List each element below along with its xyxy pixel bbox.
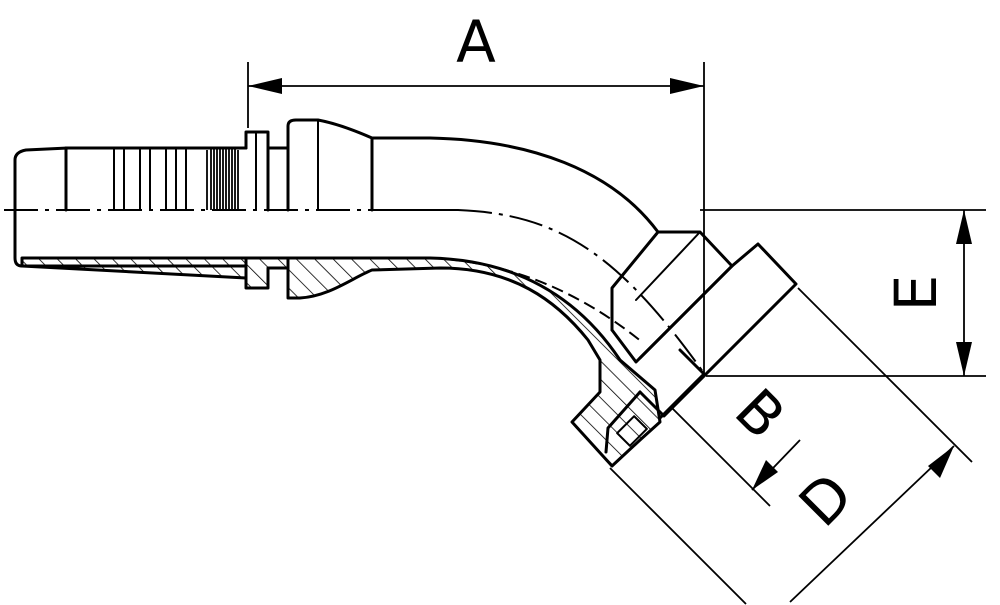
arrowhead-e-top [956,210,972,244]
dimension-label-d: D [786,460,866,540]
o-ring-groove [616,415,648,447]
collar-section-hatch [244,256,290,290]
barb-grooves [113,147,187,211]
arrowhead-a-right [670,78,704,94]
flange-head [604,230,798,454]
knurl-band [206,148,239,210]
dimension-e: E [700,209,986,377]
dimension-label-a: A [456,8,496,76]
dimension-label-e: E [882,275,950,312]
bent-body [370,136,660,234]
body-section [286,256,662,468]
hose-tail [13,146,248,280]
arrowhead-b [752,460,778,490]
tail-section-hatch [20,256,248,280]
arrowhead-a-left [248,78,282,94]
collar [244,118,374,290]
dimension-a: A [247,8,705,376]
dimension-label-b: B [722,376,798,452]
arrowhead-e-bottom [956,342,972,376]
dimension-b: B [671,376,801,507]
arrowhead-d [928,446,954,478]
